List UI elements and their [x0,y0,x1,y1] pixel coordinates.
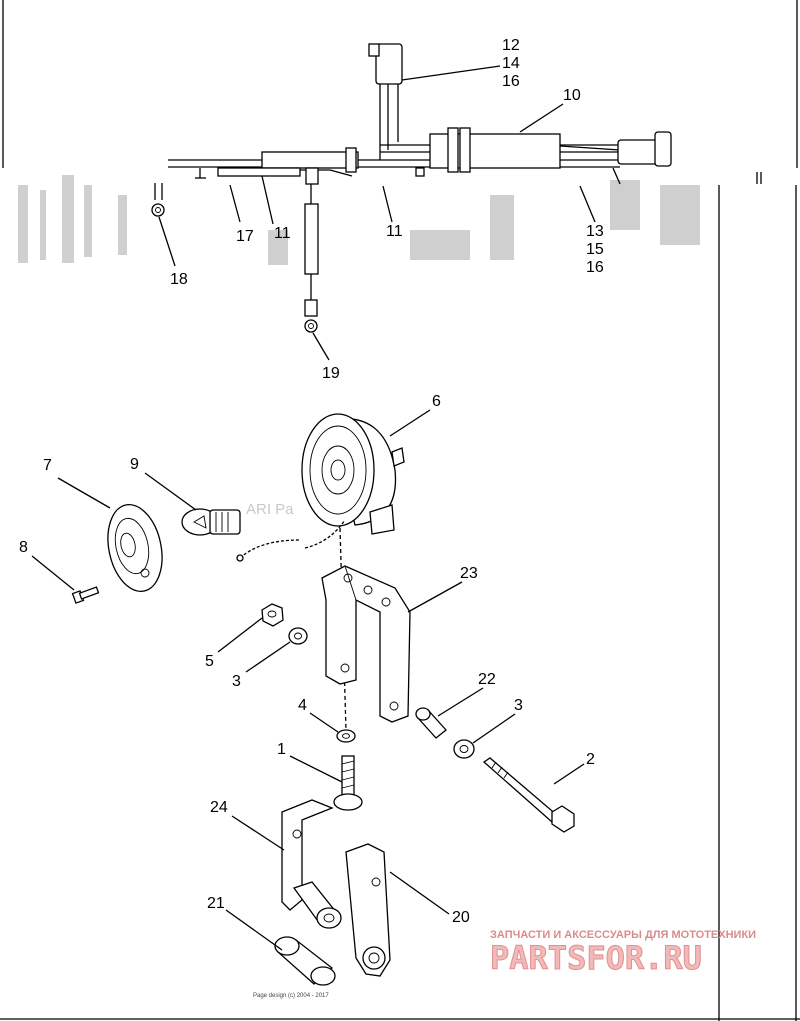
washer-3a [288,627,308,645]
callout-14: 14 [502,55,520,72]
screw-1 [333,755,363,811]
spacer-22 [415,707,447,739]
scan-noise [18,175,700,265]
callout-2: 2 [586,751,595,768]
callout-24: 24 [210,799,228,816]
callout-23: 23 [460,565,478,582]
callout-19: 19 [322,365,340,382]
callout-7: 7 [43,457,52,474]
bracket-23 [321,565,411,723]
callout-16: 16 [502,73,520,90]
bulb: ARI Pa [181,501,294,536]
washer-3b [453,739,475,759]
nut-5 [261,603,284,627]
callout-5: 5 [205,653,214,670]
callout-12: 12 [502,37,520,54]
callout-22: 22 [478,671,496,688]
horn [301,413,405,535]
callout-6: 6 [432,393,441,410]
washer-4 [336,729,356,743]
spacer-21 [274,936,336,986]
callout-16b: 16 [586,259,604,276]
screw-8 [71,586,100,604]
lens [107,503,163,593]
callout-11-left: 11 [274,225,291,242]
callout-11-right: 11 [386,223,403,240]
callout-8: 8 [19,539,28,556]
watermark: ARI Pa [246,501,294,518]
brand-name: PARTSFOR.RU [490,939,702,977]
callout-labels: 12 14 16 10 17 11 11 13 15 16 18 19 6 7 … [19,37,604,926]
callout-15: 15 [586,241,604,258]
callout-3-right: 3 [514,697,523,714]
callout-13: 13 [586,223,604,240]
copyright-text: Page design (c) 2004 - 2017 [253,993,329,999]
callout-17: 17 [236,228,254,245]
callout-1: 1 [277,741,286,758]
wiring-harness [151,43,672,333]
callout-10: 10 [563,87,581,104]
callout-9: 9 [130,456,139,473]
callout-21: 21 [207,895,225,912]
bolt-2 [482,757,575,833]
bracket-24 [281,799,342,929]
leader-lines [31,65,621,951]
callout-3-left: 3 [232,673,241,690]
callout-18: 18 [170,271,188,288]
bracket-20 [345,843,391,977]
callout-20: 20 [452,909,470,926]
brand-tagline: ЗАПЧАСТИ И АКСЕССУАРЫ ДЛЯ МОТОТЕХНИКИ [490,929,756,941]
callout-4: 4 [298,697,307,714]
brand-watermark: ЗАПЧАСТИ И АКСЕССУАРЫ ДЛЯ МОТОТЕХНИКИ PA… [490,929,757,978]
